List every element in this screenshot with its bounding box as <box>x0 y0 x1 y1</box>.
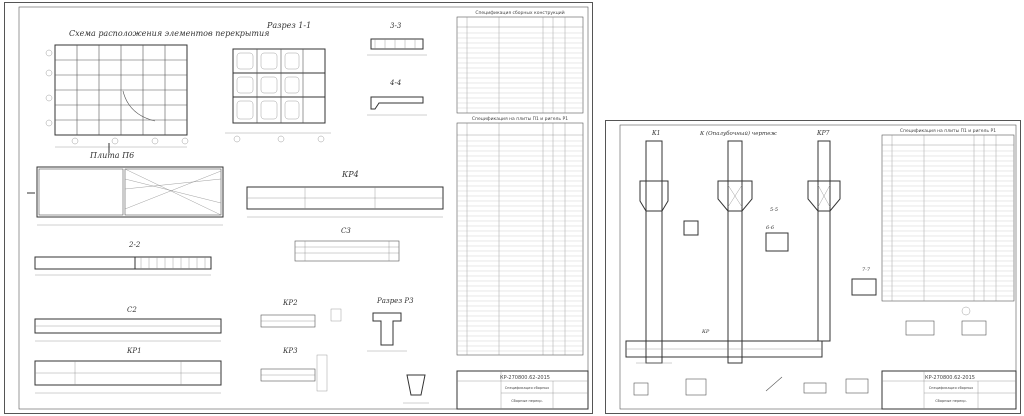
title-block-2 <box>881 370 1017 410</box>
section-p3 <box>367 312 407 352</box>
k-section-title: К (Опалубочный) чертеж <box>699 130 777 137</box>
kr4-title: КР4 <box>341 170 359 179</box>
kr1-title: КР1 <box>126 347 142 355</box>
section-3-3-title: 3-3 <box>390 22 402 30</box>
kr2-title: КР2 <box>282 299 298 307</box>
drawing-sheet-2: К1 К (Опалубочный) чертеж КР7 5-5 6-6 7-… <box>605 120 1021 414</box>
kr4-frame <box>246 186 444 218</box>
section-6-6 <box>765 232 789 252</box>
k1-title: К1 <box>651 130 660 137</box>
plan-title: Схема расположения элементов перекрытия <box>69 29 269 38</box>
plate-p6-title: Плита П6 <box>89 151 134 160</box>
section-2-2 <box>34 256 212 276</box>
kp-title: КР <box>701 329 710 335</box>
section-4-4-title: 4-4 <box>389 79 401 87</box>
kr3-frame <box>260 354 328 392</box>
kr2-frame <box>260 308 342 328</box>
spec-table-2 <box>881 134 1015 302</box>
plate-p6 <box>27 166 224 226</box>
section-5-5 <box>683 220 699 236</box>
c3-mesh <box>294 240 400 262</box>
spec-top-title: Спецификация сборных конструкций <box>475 9 564 16</box>
column-k-formwork <box>717 140 753 364</box>
kr7-title: КР7 <box>816 130 830 137</box>
stamp-line1-2: Спецификация сборных <box>929 386 974 390</box>
sheet-1-drawing: Схема расположения элементов перекрытия … <box>18 6 589 410</box>
section-3-3 <box>367 38 427 56</box>
stamp-line1-1: Спецификация сборных <box>505 386 550 390</box>
sheet-2-drawing: К1 К (Опалубочный) чертеж КР7 5-5 6-6 7-… <box>619 124 1017 410</box>
spec-table-top <box>456 16 584 114</box>
kr1-frame <box>34 360 222 394</box>
spec-title-2: Спецификация на плиты П1 и ригель Р1 <box>900 128 996 134</box>
stamp-code-1: КР-270800.62-2015 <box>500 375 550 381</box>
title-block-1 <box>456 370 589 410</box>
stamp-line2-1: Сборные перекр. <box>511 399 543 403</box>
column-k1 <box>636 140 672 364</box>
c2-title: С2 <box>127 306 137 314</box>
section-4-4 <box>367 96 427 116</box>
section-2-2-title: 2-2 <box>128 241 141 249</box>
sheet-2-frame <box>619 124 1017 410</box>
section-1-1 <box>225 48 331 143</box>
spec-table-mid <box>456 122 584 356</box>
drawing-sheet-1: Схема расположения элементов перекрытия … <box>4 2 593 414</box>
floor-plan <box>45 44 189 153</box>
detail-bottom <box>403 374 429 404</box>
section-5-5-title: 5-5 <box>770 207 778 213</box>
column-kr7 <box>807 140 841 342</box>
beam-kp <box>625 340 823 358</box>
small-details <box>633 306 987 396</box>
section-7-7-title: 7-7 <box>862 267 871 273</box>
spec-mid-title: Спецификация на плиты П1 и ригель Р1 <box>472 116 568 122</box>
stamp-code-2: КР-270800.62-2015 <box>925 375 975 381</box>
section-7-7 <box>851 278 877 296</box>
kr3-title: КР3 <box>282 347 298 355</box>
stamp-line2-2: Сборные перекр. <box>935 399 967 403</box>
section-1-1-title: Разрез 1-1 <box>266 21 311 30</box>
c3-title: С3 <box>341 227 351 235</box>
sheet-1-frame <box>18 6 589 410</box>
c2-mesh <box>34 318 222 342</box>
p3-title: Разрез Р3 <box>376 297 414 305</box>
section-6-6-title: 6-6 <box>766 225 775 231</box>
